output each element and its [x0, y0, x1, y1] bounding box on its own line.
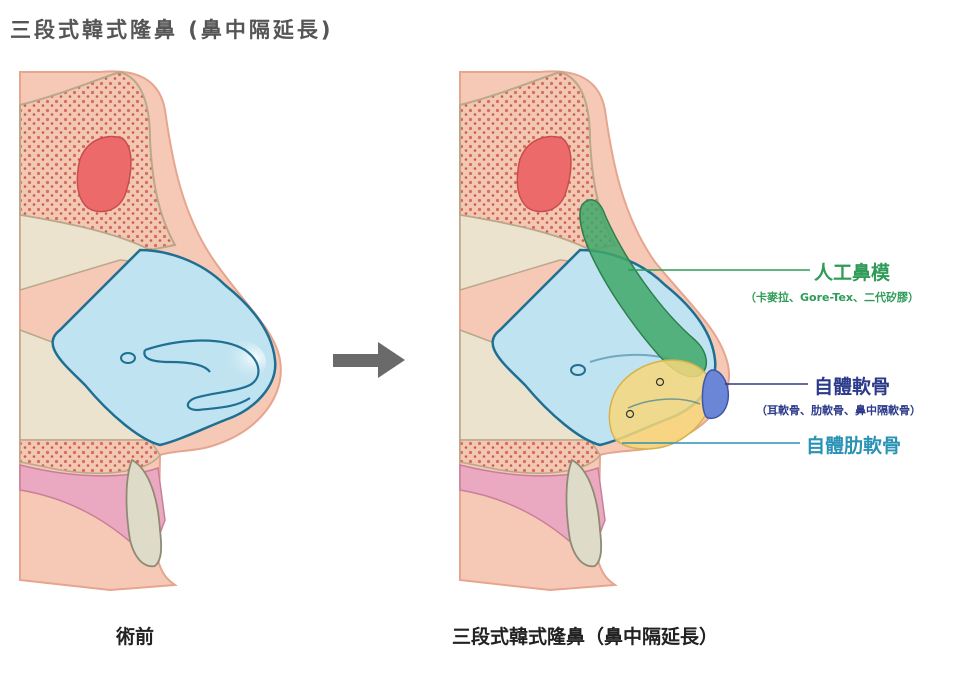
label-rib-cartilage: 自體肋軟骨 [806, 435, 902, 457]
caption-before: 術前 [116, 626, 155, 648]
frontal-sinus-after [516, 135, 572, 213]
label-autologous-cartilage: 自體軟骨 [814, 376, 891, 398]
palate [19, 439, 161, 474]
caption-after: 三段式韓式隆鼻（鼻中隔延長） [452, 626, 719, 648]
label-implant: 人工鼻模 [814, 262, 891, 284]
after-nose [459, 70, 810, 592]
label-autologous-cartilage-sub: （耳軟骨、肋軟骨、鼻中隔軟骨） [756, 404, 921, 417]
tooth-after [565, 458, 603, 568]
arrow-icon [333, 342, 405, 378]
nostril-outline [144, 339, 260, 412]
before-nose [19, 70, 282, 592]
page-title: 三段式韓式隆鼻 (鼻中隔延長) [10, 18, 334, 42]
tooth [125, 458, 163, 568]
nasal-cavity [51, 248, 277, 447]
frontal-sinus [76, 135, 132, 213]
palate-after [459, 439, 601, 474]
tip-cartilage-graft [701, 369, 730, 420]
label-implant-sub: （卡麥拉、Gore-Tex、二代矽膠） [745, 291, 920, 304]
